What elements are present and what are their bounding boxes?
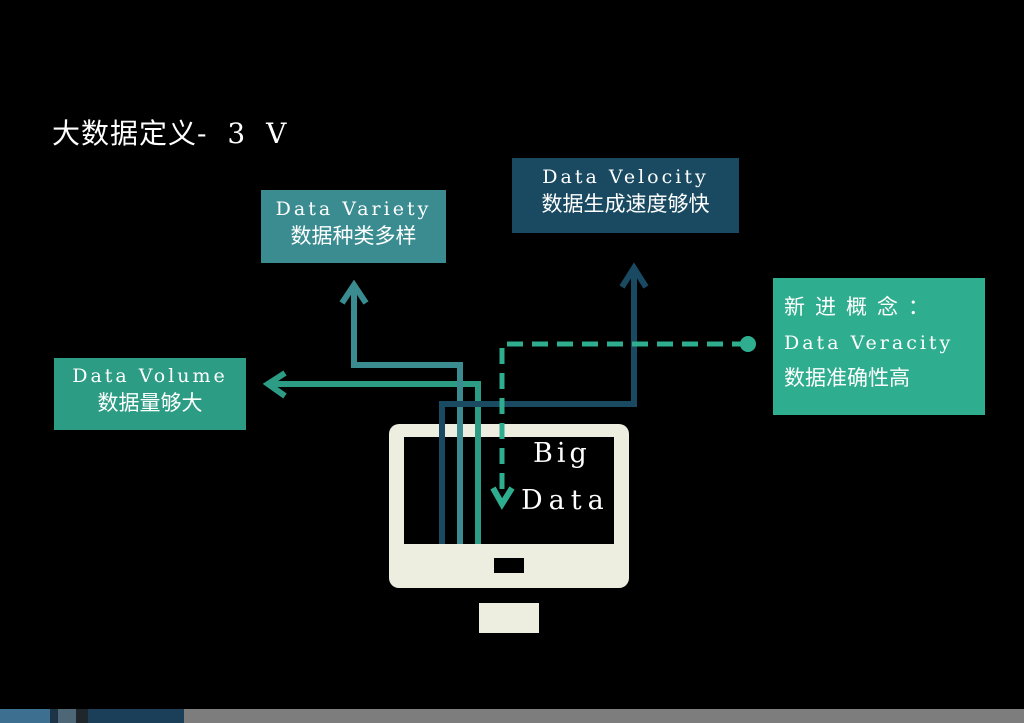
veracity-box: 新进概念： Data Veracity 数据准确性高 xyxy=(773,278,985,415)
monitor-stand xyxy=(479,603,539,633)
footer-bar xyxy=(0,709,1024,723)
veracity-title: Data Veracity xyxy=(784,332,954,354)
veracity-concept-label: 新进概念： xyxy=(784,295,939,319)
footer-segment xyxy=(58,709,76,723)
volume-title: Data Volume xyxy=(72,365,228,387)
veracity-desc: 数据准确性高 xyxy=(784,366,910,390)
variety-desc: 数据种类多样 xyxy=(290,224,417,248)
footer-segment xyxy=(0,709,50,723)
velocity-arrow xyxy=(439,262,649,544)
veracity-arrow xyxy=(490,336,756,510)
velocity-box: Data Velocity 数据生成速度够快 xyxy=(512,158,739,233)
title-suffix: - 3 V xyxy=(197,117,293,150)
footer-segment xyxy=(88,709,184,723)
variety-box: Data Variety 数据种类多样 xyxy=(261,190,446,263)
volume-arrow xyxy=(262,370,481,544)
computer-monitor-icon xyxy=(389,424,629,633)
velocity-desc: 数据生成速度够快 xyxy=(541,192,710,216)
footer-segment xyxy=(76,709,88,723)
title-main: 大数据定义 xyxy=(52,117,198,150)
volume-desc: 数据量够大 xyxy=(97,391,203,415)
volume-box: Data Volume 数据量够大 xyxy=(54,358,246,430)
slide-title: 大数据定义- 3 V xyxy=(52,112,292,152)
velocity-arrowhead xyxy=(619,262,649,289)
volume-arrowhead xyxy=(262,370,287,399)
variety-title: Data Variety xyxy=(275,198,432,220)
variety-arrowhead xyxy=(339,279,369,305)
variety-arrow xyxy=(339,279,463,544)
veracity-arrowhead xyxy=(490,486,515,510)
footer-segment xyxy=(50,709,58,723)
big-data-label-line1: Big xyxy=(533,438,591,469)
big-data-label-line2: Data xyxy=(521,485,610,516)
monitor-button xyxy=(494,558,524,573)
velocity-title: Data Velocity xyxy=(542,166,709,188)
